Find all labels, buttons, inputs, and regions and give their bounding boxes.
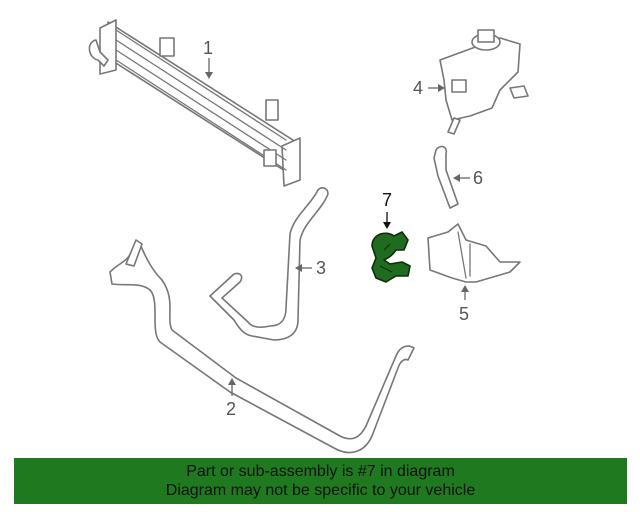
part-1-oil-cooler[interactable] xyxy=(88,19,301,187)
callout-5-label: 5 xyxy=(459,304,469,324)
callout-2-label: 2 xyxy=(226,399,236,419)
callout-4: 4 xyxy=(413,78,445,98)
callout-1: 1 xyxy=(203,38,213,79)
callout-3-label: 3 xyxy=(316,258,326,278)
callout-1-label: 1 xyxy=(203,38,213,58)
part-5-bracket[interactable] xyxy=(427,223,521,283)
part-7-highlighted-hose[interactable] xyxy=(371,231,411,283)
callout-4-label: 4 xyxy=(413,78,423,98)
info-banner: Part or sub-assembly is #7 in diagram Di… xyxy=(14,458,627,504)
callout-2: 2 xyxy=(226,378,236,419)
callout-7-label: 7 xyxy=(382,190,392,210)
part-3-cooler-hose[interactable] xyxy=(209,187,329,341)
callout-3: 3 xyxy=(295,258,326,278)
callout-5: 5 xyxy=(459,285,469,324)
part-6-small-hose[interactable] xyxy=(433,145,459,209)
callout-6-label: 6 xyxy=(473,168,483,188)
banner-line-1: Part or sub-assembly is #7 in diagram xyxy=(186,463,455,480)
part-2-cooler-tube[interactable] xyxy=(109,239,415,454)
banner-line-2: Diagram may not be specific to your vehi… xyxy=(165,482,476,499)
part-4-reservoir[interactable] xyxy=(439,29,529,135)
callout-7: 7 xyxy=(382,190,392,229)
callout-6: 6 xyxy=(453,168,483,188)
